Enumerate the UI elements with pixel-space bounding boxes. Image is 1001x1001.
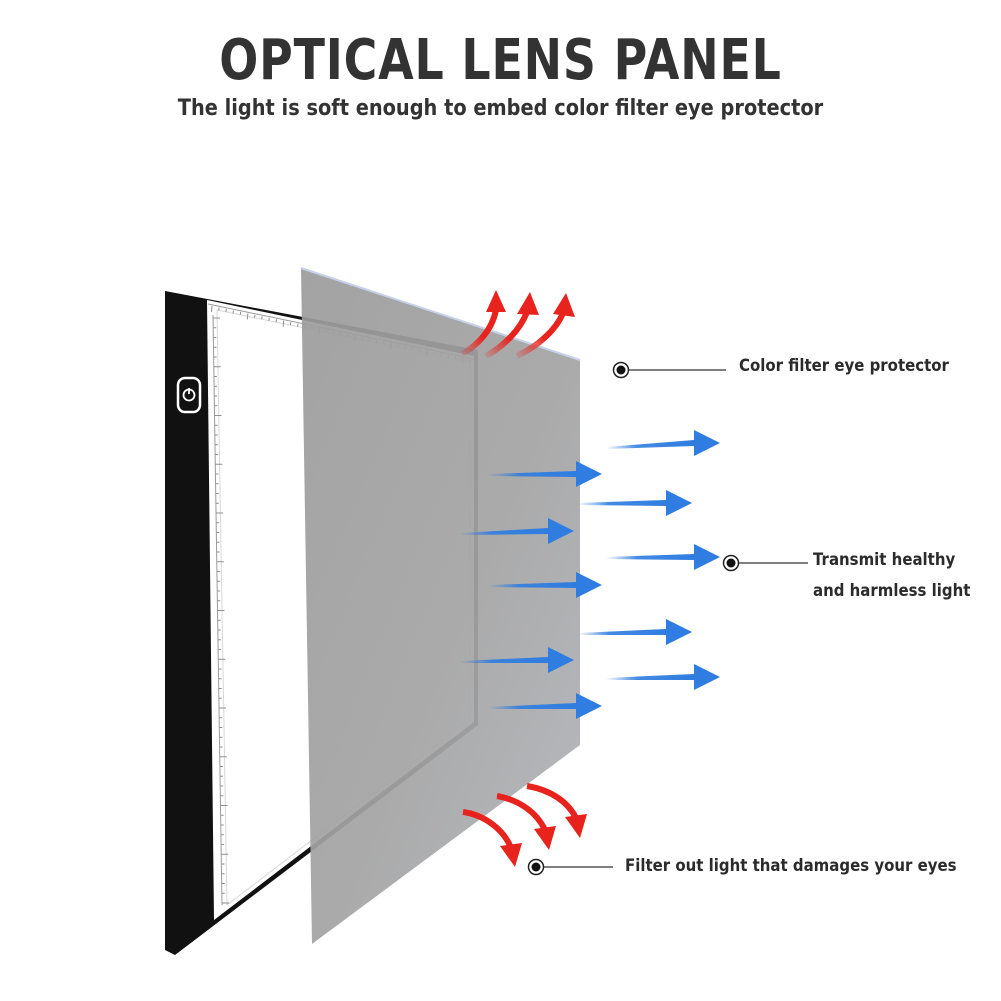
transmitted-arrow-head — [548, 518, 574, 544]
transmitted-arrow-head — [666, 490, 692, 516]
callout-color-filter: Color filter eye protector — [739, 356, 949, 376]
blocked-light-arrows-bottom — [462, 783, 587, 867]
transmitted-arrow-shaft — [488, 703, 576, 709]
callout-blocked-marker — [527, 858, 613, 876]
transmitted-light-arrows — [460, 430, 720, 719]
page-title: OPTICAL LENS PANEL — [219, 28, 782, 93]
transmitted-arrow-head — [576, 693, 602, 719]
blocked-light-arrows-top — [460, 290, 575, 359]
transmitted-arrow-shaft — [606, 440, 694, 449]
transmitted-arrow-head — [694, 544, 720, 570]
transmitted-arrow-head — [666, 619, 692, 645]
transmitted-arrow-shaft — [578, 500, 666, 506]
transmitted-arrow-head — [576, 572, 602, 598]
transmitted-arrow-head — [548, 647, 574, 673]
transmitted-arrow-shaft — [488, 471, 576, 477]
callout-transmit-marker — [722, 554, 808, 572]
transmitted-arrow-head — [576, 461, 602, 487]
callout-transmit-line2: and harmless light — [813, 581, 971, 601]
transmitted-arrow-shaft — [488, 582, 576, 588]
transmitted-arrow-shaft — [460, 657, 548, 663]
color-filter-sheet — [301, 268, 580, 944]
transmitted-arrow-shaft — [460, 528, 548, 535]
callout-transmit-line1: Transmit healthy — [813, 550, 956, 570]
transmitted-arrow-shaft — [578, 629, 666, 635]
callout-filter-marker — [612, 361, 726, 379]
transmitted-arrow-head — [694, 430, 720, 456]
power-touch-icon — [176, 376, 202, 414]
transmitted-arrow-shaft — [606, 554, 694, 560]
page-subtitle: The light is soft enough to embed color … — [177, 96, 824, 121]
transmitted-arrow-head — [694, 664, 720, 690]
callout-blocked-light: Filter out light that damages your eyes — [625, 856, 957, 876]
transmitted-arrow-shaft — [606, 674, 694, 680]
